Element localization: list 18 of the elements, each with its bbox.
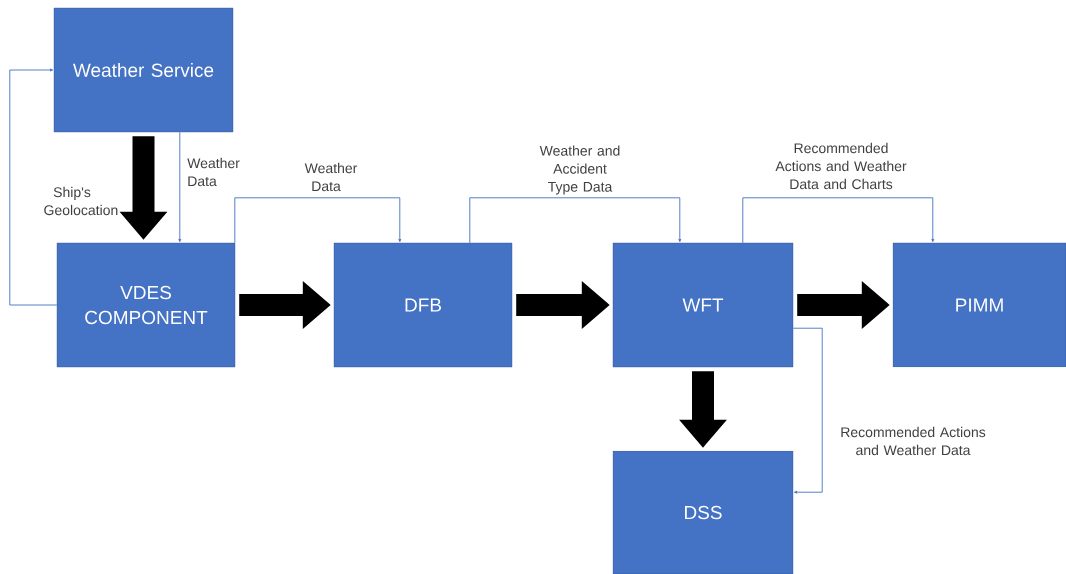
edge-label: Recommended Actions and Weather Data and Charts <box>775 142 907 190</box>
connector-arrow <box>9 68 58 306</box>
edge-label: Weather Data <box>304 162 358 192</box>
connector-arrow <box>469 197 682 244</box>
connector-arrow <box>792 327 823 494</box>
edge-label: Weather and Accident Type Data <box>539 145 620 195</box>
edge-label: Ship's Geolocation <box>44 186 118 216</box>
process-box: VDES COMPONENT <box>56 242 236 368</box>
process-box: DFB <box>333 242 513 368</box>
edge-label: Recommended Actions and Weather Data <box>841 426 986 456</box>
connector-arrow <box>178 131 182 243</box>
edge-label: Weather Data <box>187 157 240 187</box>
process-box: PIMM <box>892 242 1066 368</box>
connector-arrow <box>234 197 402 244</box>
process-box: WFT <box>612 242 794 368</box>
connector-arrow <box>742 197 935 244</box>
process-box: Weather Service <box>53 7 234 133</box>
process-box: DSS <box>612 450 794 574</box>
